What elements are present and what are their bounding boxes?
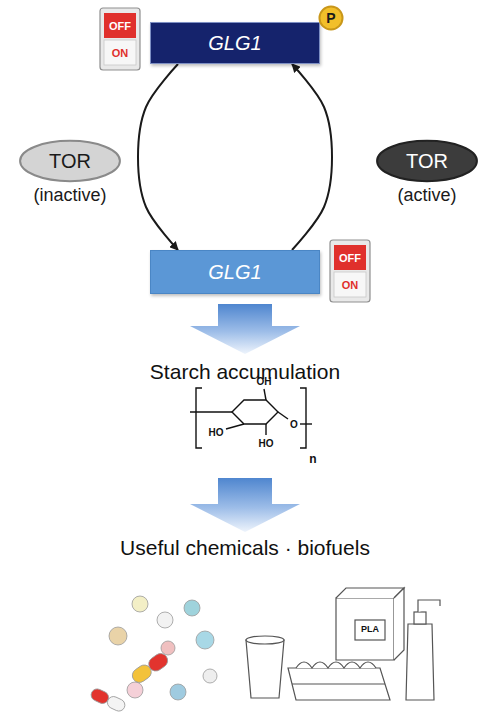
chemical-group: HO (209, 427, 224, 438)
switch-label: ON (112, 47, 129, 59)
chemical-atom: O (290, 419, 298, 430)
block-arrow (190, 478, 300, 532)
switch-icon (100, 8, 140, 70)
chemical-group: OH (257, 376, 272, 387)
cycle-arrow (292, 64, 332, 250)
chemical-group: HO (259, 438, 274, 449)
node-title: TOR (406, 150, 448, 173)
node-subtitle: (active) (397, 185, 456, 206)
switch-icon (330, 240, 370, 302)
process-label: Starch accumulation (150, 360, 340, 383)
node-title: GLG1 (208, 32, 261, 55)
node-title: GLG1 (208, 261, 261, 284)
material-label: PLA (361, 625, 379, 635)
repeat-index: n (309, 453, 316, 466)
switch-label: ON (342, 279, 359, 291)
kinase-ellipse: TOR(active) (375, 140, 479, 182)
products-illustration (246, 588, 440, 700)
node-title: TOR (49, 150, 91, 173)
pills-illustration (89, 596, 217, 713)
protein-box: GLG1 (150, 22, 320, 64)
node-subtitle: (inactive) (33, 185, 106, 206)
kinase-ellipse: TOR(inactive) (18, 140, 122, 182)
block-arrow (190, 304, 300, 354)
cycle-arrow (138, 64, 178, 250)
glucose-structure (190, 388, 312, 448)
phosphate-badge: P (319, 6, 343, 30)
switch-label: OFF (109, 20, 131, 32)
protein-box: GLG1 (150, 250, 320, 294)
product-label: Useful chemicals · biofuels (120, 536, 370, 559)
switch-label: OFF (339, 252, 361, 264)
node-title: P (326, 10, 335, 26)
